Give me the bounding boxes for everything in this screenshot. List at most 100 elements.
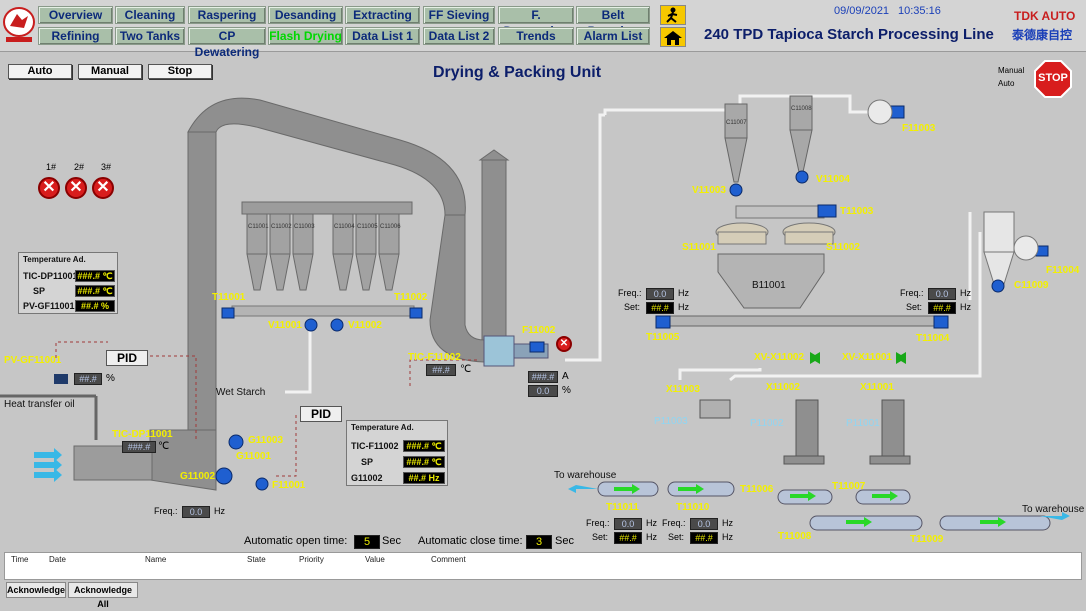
cyclone-tag: C11002	[271, 224, 292, 230]
col-priority: Priority	[299, 555, 324, 564]
set-field[interactable]: ##.#	[928, 302, 956, 314]
celsius-unit: ℃	[460, 364, 472, 375]
acknowledge-all-button[interactable]: Acknowledge All	[68, 582, 138, 609]
fan-fault-indicator[interactable]: ✕	[556, 336, 572, 352]
nav-tab-raspering[interactable]: Raspering	[188, 6, 266, 24]
cyclone-header	[241, 201, 413, 215]
tag-ticf: TIC-F11002	[408, 352, 461, 363]
freq-field[interactable]: 0.0	[690, 518, 718, 530]
cyclone-tag: C11003	[294, 224, 315, 230]
nav-tab-overview[interactable]: Overview	[38, 6, 113, 24]
hz-unit: Hz	[960, 302, 971, 312]
fan-pct-field[interactable]: 0.0	[528, 385, 558, 397]
plant-title: 240 TPD Tapioca Starch Processing Line	[704, 26, 994, 43]
tag-p11002: P11002	[750, 418, 784, 429]
set-field[interactable]: ##.#	[646, 302, 674, 314]
tic-f-field[interactable]: ##.#	[426, 364, 456, 376]
alarm-2-indicator[interactable]: ✕	[65, 177, 87, 199]
tag-t11007: T11007	[832, 481, 866, 492]
home-icon	[661, 28, 685, 46]
emergency-stop-sign[interactable]: STOP	[1034, 60, 1072, 98]
operator-icon-button[interactable]	[660, 5, 686, 25]
panel-value: ##.# %	[75, 300, 115, 312]
tag-ware1: To warehouse	[554, 470, 617, 481]
temperature-panel-fan: Temperature Ad. TIC-F11002 ###.# ℃ SP ##…	[346, 420, 448, 486]
brand-name-cn: 泰德康自控	[1012, 28, 1073, 42]
stop-button[interactable]: Stop	[148, 64, 212, 79]
fans	[867, 99, 1039, 261]
packing-machines	[699, 399, 911, 465]
conveyor-t11003	[735, 205, 825, 219]
time-display: 10:35:16	[898, 5, 941, 17]
stop-sign-icon	[1034, 60, 1072, 98]
screw-t11005	[669, 315, 935, 327]
freq-field[interactable]: 0.0	[928, 288, 956, 300]
set-field[interactable]: ##.#	[690, 532, 718, 544]
fan-duct	[429, 214, 485, 363]
tag-x11002: X11002	[766, 382, 800, 393]
alarm-3-indicator[interactable]: ✕	[92, 177, 114, 199]
freq-field[interactable]: 0.0	[182, 506, 210, 518]
tag-ware2: To warehouse	[1022, 504, 1085, 515]
unit-title: Drying & Packing Unit	[433, 64, 602, 81]
bin-b11001	[717, 253, 825, 309]
hz-unit: Hz	[722, 518, 733, 528]
panel-value: ###.# ℃	[75, 270, 115, 282]
nav-tab-data-list-1[interactable]: Data List 1	[345, 27, 420, 45]
celsius-unit: ℃	[158, 441, 170, 452]
pct-unit: %	[562, 385, 571, 396]
dryer-column	[187, 131, 217, 433]
nav-tab-ff-sieving[interactable]: FF Sieving	[423, 6, 495, 24]
tag-x11001: X11001	[860, 382, 894, 393]
freq-field[interactable]: 0.0	[646, 288, 674, 300]
tag-g11001: G11001	[236, 451, 272, 462]
acknowledge-button[interactable]: Acknowledge	[6, 582, 66, 598]
auto-button[interactable]: Auto	[8, 64, 72, 79]
home-button[interactable]	[660, 27, 686, 47]
cyclone-tag: C11005	[357, 224, 378, 230]
nav-tab-cp-dewatering[interactable]: CP Dewatering	[188, 27, 266, 59]
nav-tab-desanding[interactable]: Desanding	[268, 6, 343, 24]
nav-tab-trends[interactable]: Trends	[498, 27, 574, 45]
set-label: Set:	[592, 532, 609, 542]
cyclone-tag: C11006	[380, 224, 401, 230]
close-time-value[interactable]: 3	[526, 535, 552, 549]
cyclone-bank	[246, 213, 400, 291]
freq-label: Freq.:	[154, 506, 178, 516]
col-state: State	[247, 555, 266, 564]
hz-unit: Hz	[214, 506, 225, 516]
fan-current-field[interactable]: ###.#	[528, 371, 558, 383]
pv-gf-field[interactable]: ##.#	[74, 373, 102, 385]
freq-label: Freq.:	[618, 288, 642, 298]
tag-t11009: T11009	[910, 534, 944, 545]
stop-sign-label: STOP	[1038, 72, 1068, 84]
tag-g11002: G11002	[180, 471, 216, 482]
set-field[interactable]: ##.#	[614, 532, 642, 544]
manual-button[interactable]: Manual	[78, 64, 142, 79]
tag-p11003: P11003	[654, 416, 688, 427]
pid-button-fan[interactable]: PID	[300, 406, 342, 422]
cyclone-tag: C11008	[791, 106, 812, 112]
nav-tab-extracting[interactable]: Extracting	[345, 6, 420, 24]
nav-tab-flash-drying[interactable]: Flash Drying	[268, 27, 343, 45]
tag-t11003: T11003	[840, 206, 874, 217]
nav-tab-two-tanks[interactable]: Two Tanks	[115, 27, 185, 45]
hot-air-arrows	[34, 448, 62, 482]
freq-label: Freq.:	[900, 288, 924, 298]
nav-tab-refining[interactable]: Refining	[38, 27, 113, 45]
alarm-2-label: 2#	[74, 162, 85, 172]
hz-unit: Hz	[646, 532, 657, 542]
pid-button-dryer[interactable]: PID	[106, 350, 148, 366]
hz-unit: Hz	[678, 302, 689, 312]
freq-field[interactable]: 0.0	[614, 518, 642, 530]
open-time-value[interactable]: 5	[354, 535, 380, 549]
nav-tab-data-list-2[interactable]: Data List 2	[423, 27, 495, 45]
hz-unit: Hz	[960, 288, 971, 298]
alarm-table[interactable]: Time Date Name State Priority Value Comm…	[4, 552, 1082, 580]
nav-tab-cleaning[interactable]: Cleaning	[115, 6, 185, 24]
tic-dp-field[interactable]: ###.#	[122, 441, 156, 453]
nav-tab-alarm-list[interactable]: Alarm List	[576, 27, 650, 45]
fan-f11002	[483, 335, 515, 367]
alarm-1-indicator[interactable]: ✕	[38, 177, 60, 199]
